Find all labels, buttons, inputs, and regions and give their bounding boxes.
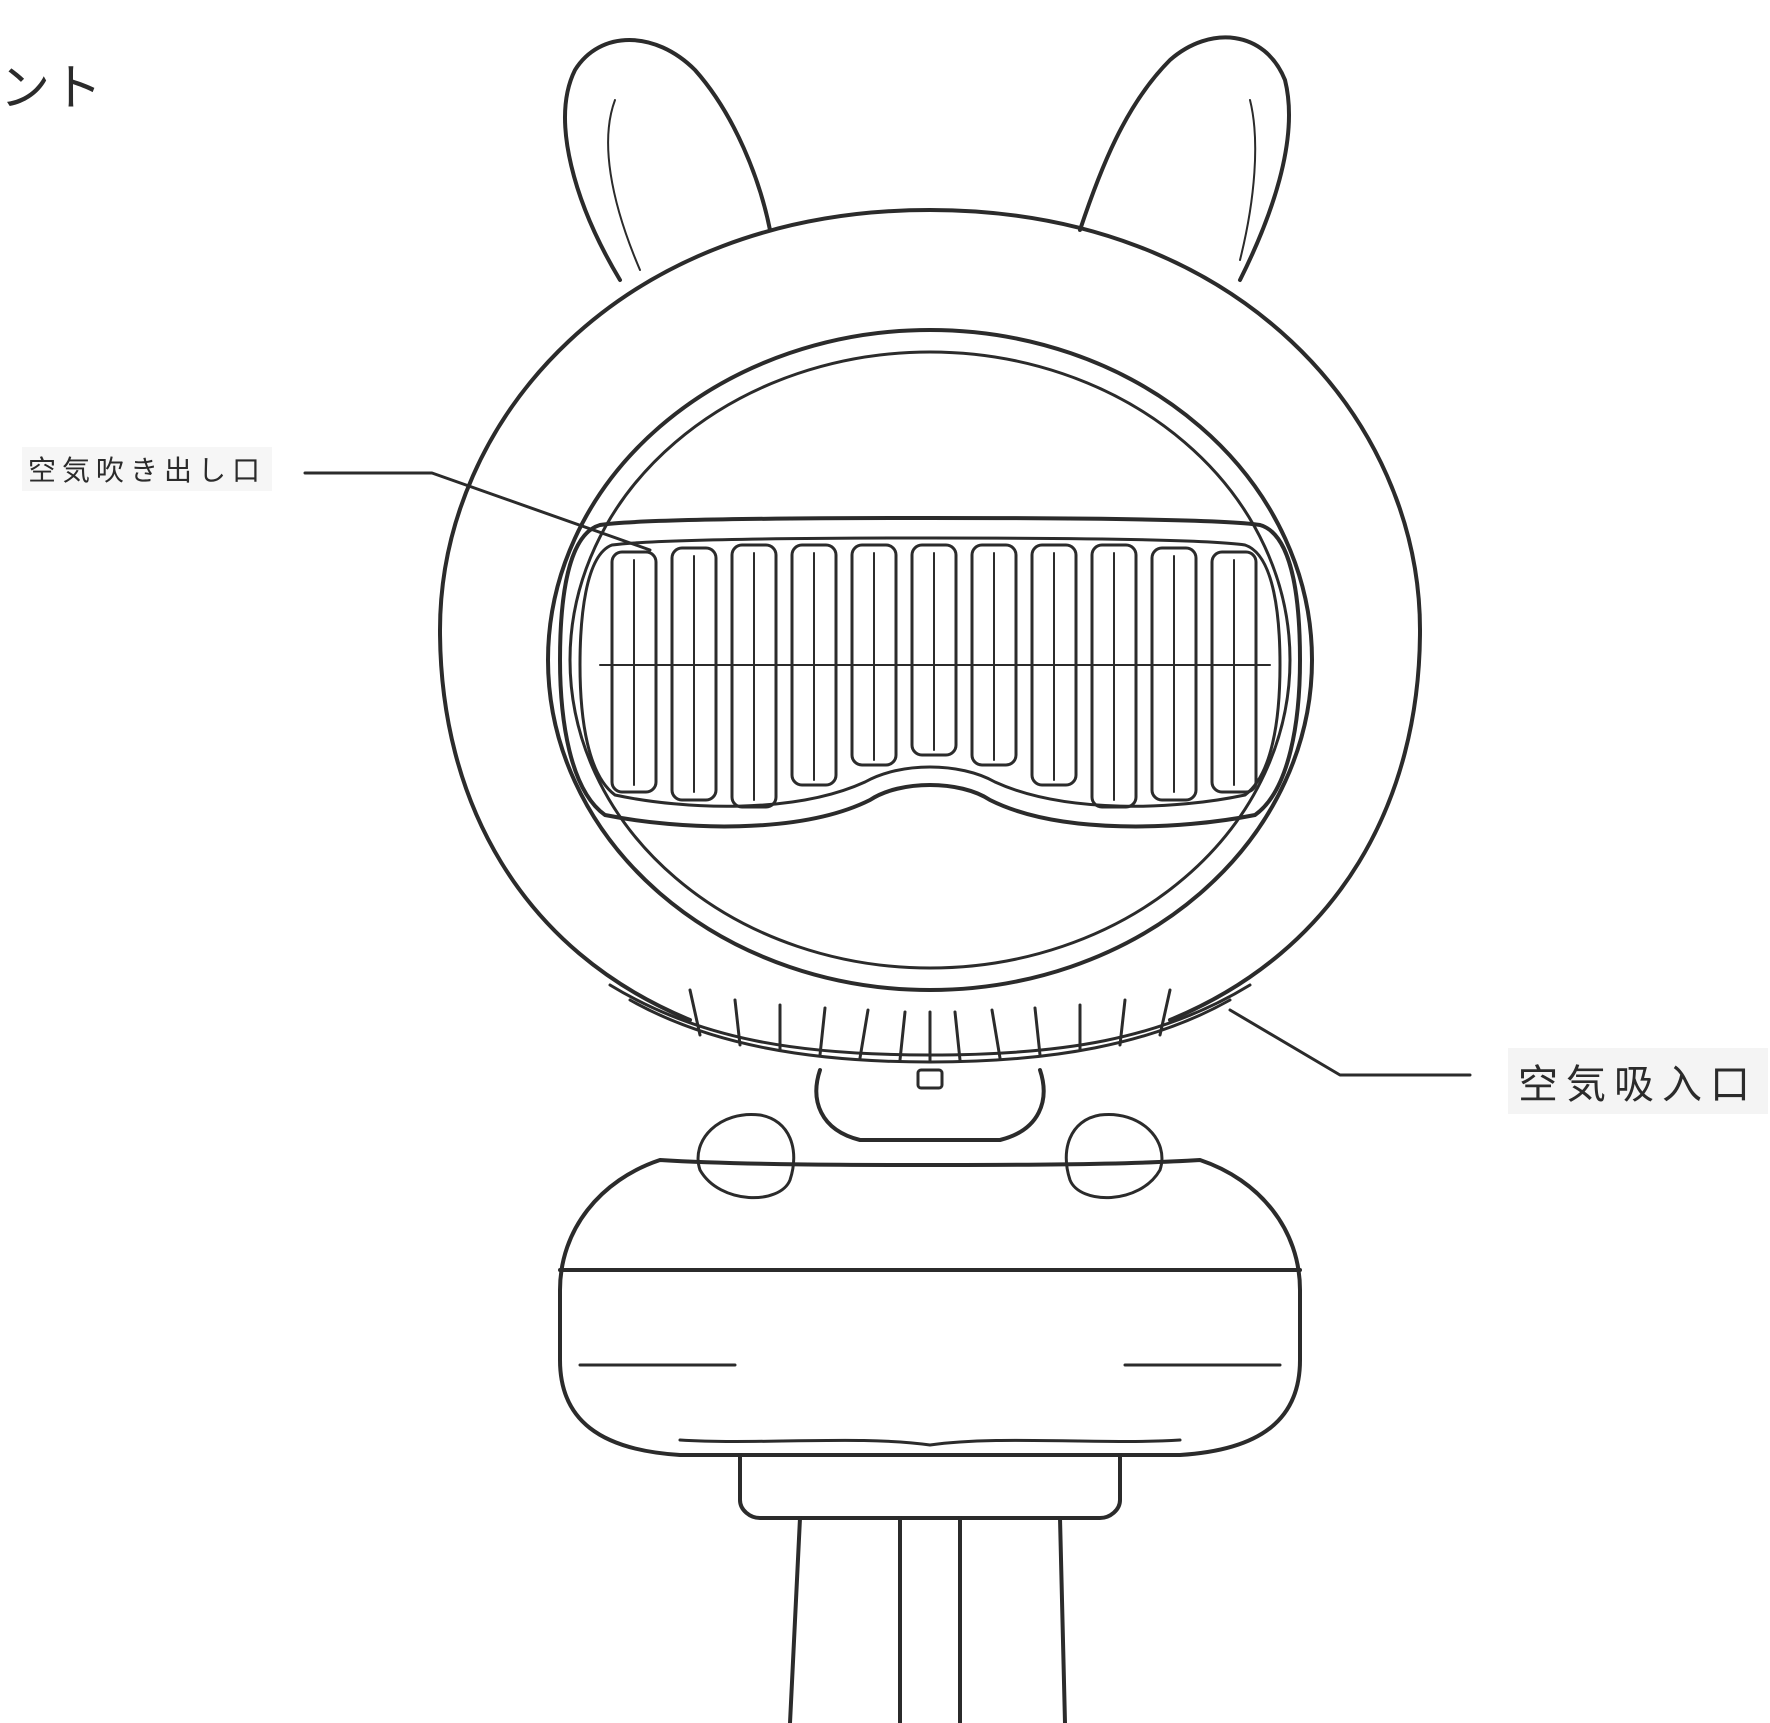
intake-grille (608, 983, 1252, 1064)
right-hand (1064, 1112, 1164, 1200)
right-ear-inner (1239, 99, 1257, 261)
neck (814, 1068, 1046, 1142)
face-inner-ring (568, 350, 1292, 970)
base-bottom-rim (678, 1438, 1182, 1447)
air-inlet-leader (1228, 1008, 1472, 1077)
head-outline (438, 208, 1422, 1022)
partial-heading: ント (0, 59, 104, 117)
air-outlet-leader (303, 471, 652, 552)
right-ear (1078, 35, 1291, 282)
neck-button (916, 1068, 944, 1090)
left-hand (696, 1112, 796, 1200)
left-ear (563, 38, 772, 282)
visor-grill-lines (599, 552, 1271, 801)
base-body (558, 1158, 1302, 1457)
visor-outline (558, 516, 1302, 829)
left-ear-inner (607, 99, 641, 271)
ears (563, 35, 1291, 282)
air-outlet-label: 空気吹き出し口 (22, 447, 273, 491)
stand-legs (788, 1516, 1067, 1723)
stand-collar (738, 1453, 1122, 1520)
visor-inner (578, 536, 1282, 808)
face-outer-ring (546, 328, 1314, 992)
air-inlet-label: 空気吸入口 (1508, 1048, 1768, 1114)
